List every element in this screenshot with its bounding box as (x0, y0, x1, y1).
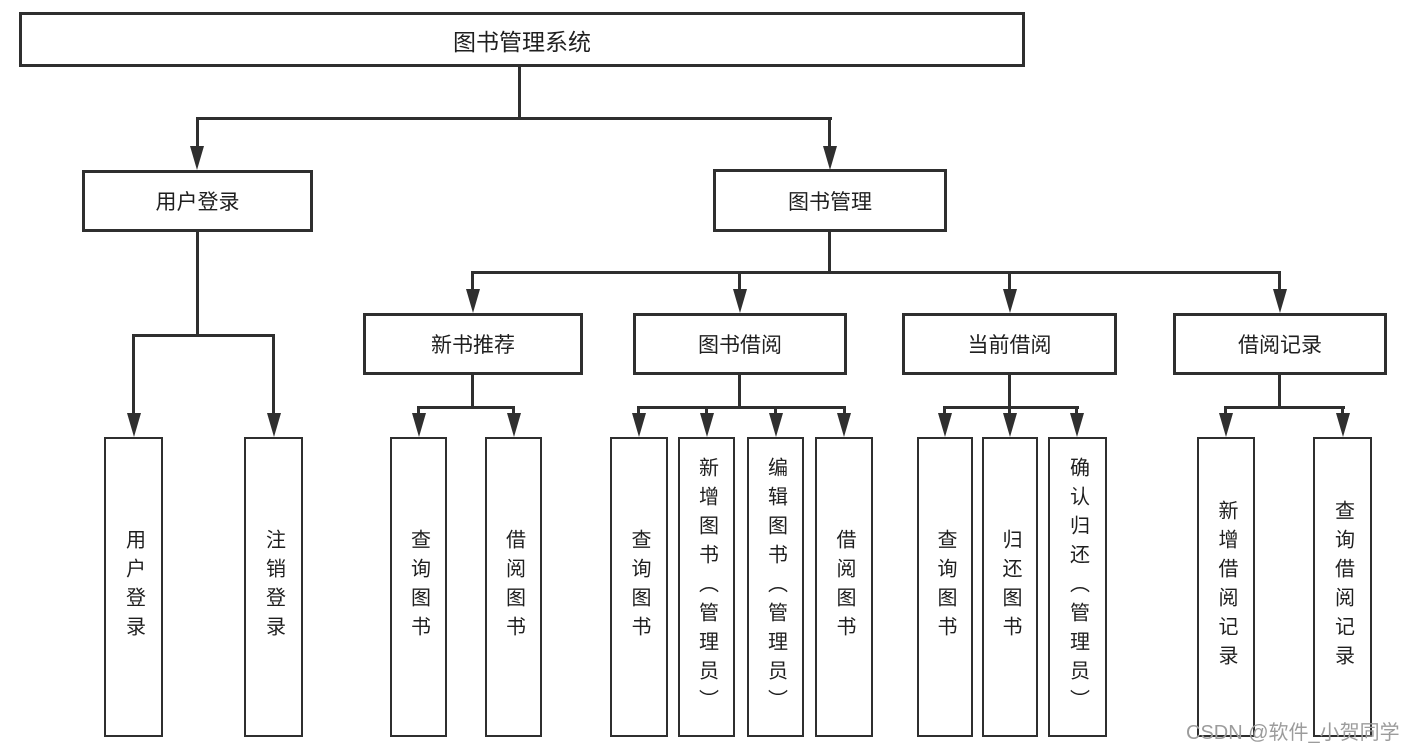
connector-current-borrow-rail (943, 406, 1079, 409)
leaf-logout-label: 注销登录 (262, 529, 285, 645)
arrow-down-icon (412, 413, 426, 437)
leaf-logout: 注销登录 (244, 437, 303, 737)
node-borrow-records: 借阅记录 (1173, 313, 1387, 375)
connector-drop-borrow-records (1278, 271, 1281, 291)
arrow-down-icon (1336, 413, 1350, 437)
arrow-down-icon (733, 289, 747, 313)
node-current-borrowing: 当前借阅 (902, 313, 1117, 375)
connector-drop (705, 406, 708, 416)
connector-drop-user-login (196, 117, 199, 148)
arrow-down-icon (1070, 413, 1084, 437)
leaf-query-books-recommend: 查询图书 (390, 437, 447, 737)
arrow-down-icon (267, 413, 281, 437)
leaf-confirm-return-admin-label: 确认归还（管理员） (1066, 456, 1089, 718)
leaf-user-login-label: 用户登录 (122, 529, 145, 645)
node-new-book-recommend-label: 新书推荐 (431, 334, 515, 357)
connector-new-book-stem (471, 375, 474, 409)
connector-drop-new-book (471, 271, 474, 291)
node-user-login-group-label: 用户登录 (155, 191, 240, 214)
connector-drop (943, 406, 946, 416)
leaf-query-books-current: 查询图书 (917, 437, 973, 737)
connector-drop (417, 406, 420, 416)
node-root-label: 图书管理系统 (453, 28, 591, 55)
leaf-query-borrow-record-label: 查询借阅记录 (1331, 500, 1354, 674)
node-current-borrowing-label: 当前借阅 (967, 334, 1052, 357)
leaf-add-books-admin: 新增图书（管理员） (678, 437, 735, 737)
node-user-login-group: 用户登录 (82, 170, 313, 232)
connector-book-borrow-rail (637, 406, 846, 409)
arrow-down-icon (127, 413, 141, 437)
connector-drop-current-borrow (1008, 271, 1011, 291)
leaf-query-borrow-record: 查询借阅记录 (1313, 437, 1372, 737)
node-new-book-recommend: 新书推荐 (363, 313, 583, 375)
leaf-edit-books-admin-label: 编辑图书（管理员） (764, 456, 787, 718)
node-book-management-group: 图书管理 (713, 169, 947, 232)
connector-current-borrow-stem (1008, 375, 1011, 409)
connector-new-book-rail (417, 406, 515, 409)
leaf-add-borrow-record-label: 新增借阅记录 (1215, 500, 1237, 674)
leaf-query-books-borrowing-label: 查询图书 (628, 529, 650, 645)
node-root: 图书管理系统 (19, 12, 1025, 67)
arrow-down-icon (837, 413, 851, 437)
leaf-return-books: 归还图书 (982, 437, 1038, 737)
connector-book-mgmt-stem (828, 232, 831, 274)
arrow-down-icon (632, 413, 646, 437)
arrow-down-icon (1003, 413, 1017, 437)
node-borrow-records-label: 借阅记录 (1238, 334, 1322, 357)
connector-drop (1224, 406, 1227, 416)
connector-user-login-rail (132, 334, 275, 337)
connector-drop-leaf-login (132, 334, 135, 416)
connector-borrow-records-stem (1278, 375, 1281, 409)
leaf-add-borrow-record: 新增借阅记录 (1197, 437, 1255, 737)
connector-drop (1075, 406, 1078, 416)
leaf-confirm-return-admin: 确认归还（管理员） (1048, 437, 1107, 737)
leaf-borrow-books: 借阅图书 (815, 437, 873, 737)
arrow-down-icon (1003, 289, 1017, 313)
node-book-management-group-label: 图书管理 (788, 190, 872, 214)
arrow-down-icon (1219, 413, 1233, 437)
leaf-query-books-borrowing: 查询图书 (610, 437, 668, 737)
connector-drop (1008, 406, 1011, 416)
arrow-down-icon (190, 146, 204, 170)
leaf-borrow-books-recommend: 借阅图书 (485, 437, 542, 737)
connector-level2-rail (196, 117, 832, 120)
leaf-add-books-admin-label: 新增图书（管理员） (695, 456, 718, 718)
leaf-edit-books-admin: 编辑图书（管理员） (747, 437, 804, 737)
node-book-borrowing-label: 图书借阅 (698, 334, 782, 357)
leaf-user-login: 用户登录 (104, 437, 163, 737)
leaf-borrow-books-recommend-label: 借阅图书 (502, 529, 525, 645)
connector-level3-rail (471, 271, 1281, 274)
csdn-watermark: CSDN @软件_小贺同学 (1186, 722, 1400, 744)
arrow-down-icon (466, 289, 480, 313)
connector-drop (1341, 406, 1344, 416)
connector-drop-book-mgmt (828, 117, 831, 148)
connector-drop-book-borrow (738, 271, 741, 291)
arrow-down-icon (823, 146, 837, 170)
arrow-down-icon (1273, 289, 1287, 313)
connector-user-login-stem (196, 232, 199, 336)
connector-drop (637, 406, 640, 416)
connector-drop (774, 406, 777, 416)
leaf-return-books-label: 归还图书 (999, 529, 1021, 645)
node-book-borrowing: 图书借阅 (633, 313, 847, 375)
arrow-down-icon (938, 413, 952, 437)
arrow-down-icon (769, 413, 783, 437)
connector-borrow-records-rail (1224, 406, 1345, 409)
connector-root-stem (518, 67, 521, 119)
connector-drop (843, 406, 846, 416)
connector-drop (512, 406, 515, 416)
leaf-borrow-books-label: 借阅图书 (833, 529, 855, 645)
connector-book-borrow-stem (738, 375, 741, 409)
leaf-query-books-current-label: 查询图书 (934, 529, 956, 645)
arrow-down-icon (700, 413, 714, 437)
connector-drop-leaf-logout (272, 334, 275, 416)
arrow-down-icon (507, 413, 521, 437)
leaf-query-books-recommend-label: 查询图书 (407, 529, 430, 645)
